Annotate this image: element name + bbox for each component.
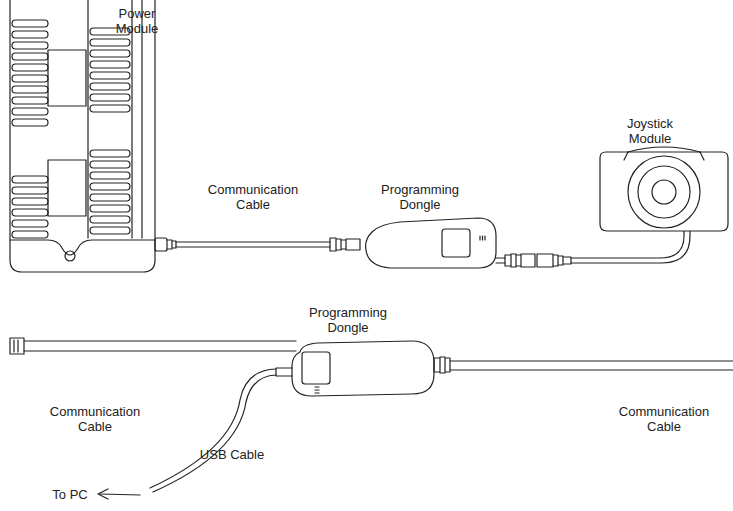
part-label: USB Cable [200, 447, 264, 462]
part-label: Joystick Module [620, 116, 680, 146]
dongle-detail-drawing [10, 338, 733, 499]
part-label: Programming Dongle [303, 305, 393, 335]
part-label: Communication Cable [614, 404, 714, 434]
part-label: Communication Cable [203, 182, 303, 212]
power-module-drawing [10, 0, 155, 272]
communication-cable-drawing [155, 238, 360, 251]
part-label: Programming Dongle [375, 182, 465, 212]
part-label: Power Module [107, 6, 167, 36]
part-label: To PC [52, 487, 87, 502]
part-label: Communication Cable [45, 404, 145, 434]
joystick-module-drawing [600, 147, 728, 231]
